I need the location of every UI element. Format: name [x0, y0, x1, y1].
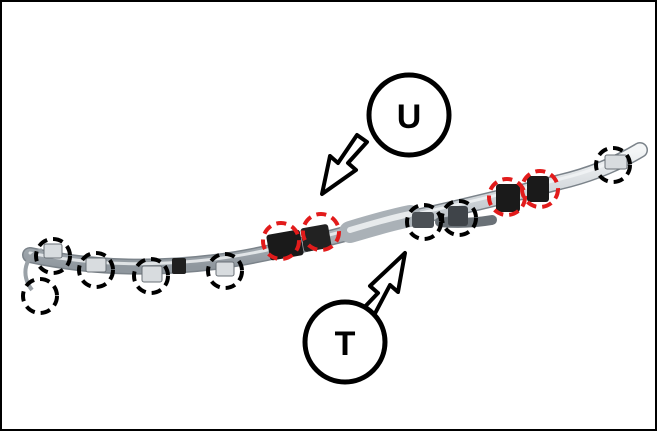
marker-red-4: [520, 169, 560, 209]
marker-black-7: [440, 199, 478, 237]
callout-u-label: U: [397, 98, 422, 136]
marker-red-1: [261, 221, 301, 261]
arrow-down-left-icon: [320, 133, 369, 196]
callout-t-label: T: [335, 325, 356, 363]
wiring-harness: [22, 142, 648, 292]
marker-black-3: [77, 251, 115, 289]
connector-block-left: [266, 224, 332, 261]
marker-group-black: [21, 146, 632, 315]
callout-u: U: [320, 72, 452, 196]
marker-black-8: [594, 146, 632, 184]
marker-black-2: [21, 277, 59, 315]
marker-black-5: [206, 252, 244, 290]
marker-red-3: [487, 177, 527, 217]
marker-black-1: [34, 237, 72, 275]
connector-block-right: [496, 176, 549, 212]
marker-black-4: [132, 257, 170, 295]
marker-group-red: [261, 169, 560, 261]
marker-red-2: [301, 212, 341, 252]
callout-t: T: [302, 251, 407, 385]
